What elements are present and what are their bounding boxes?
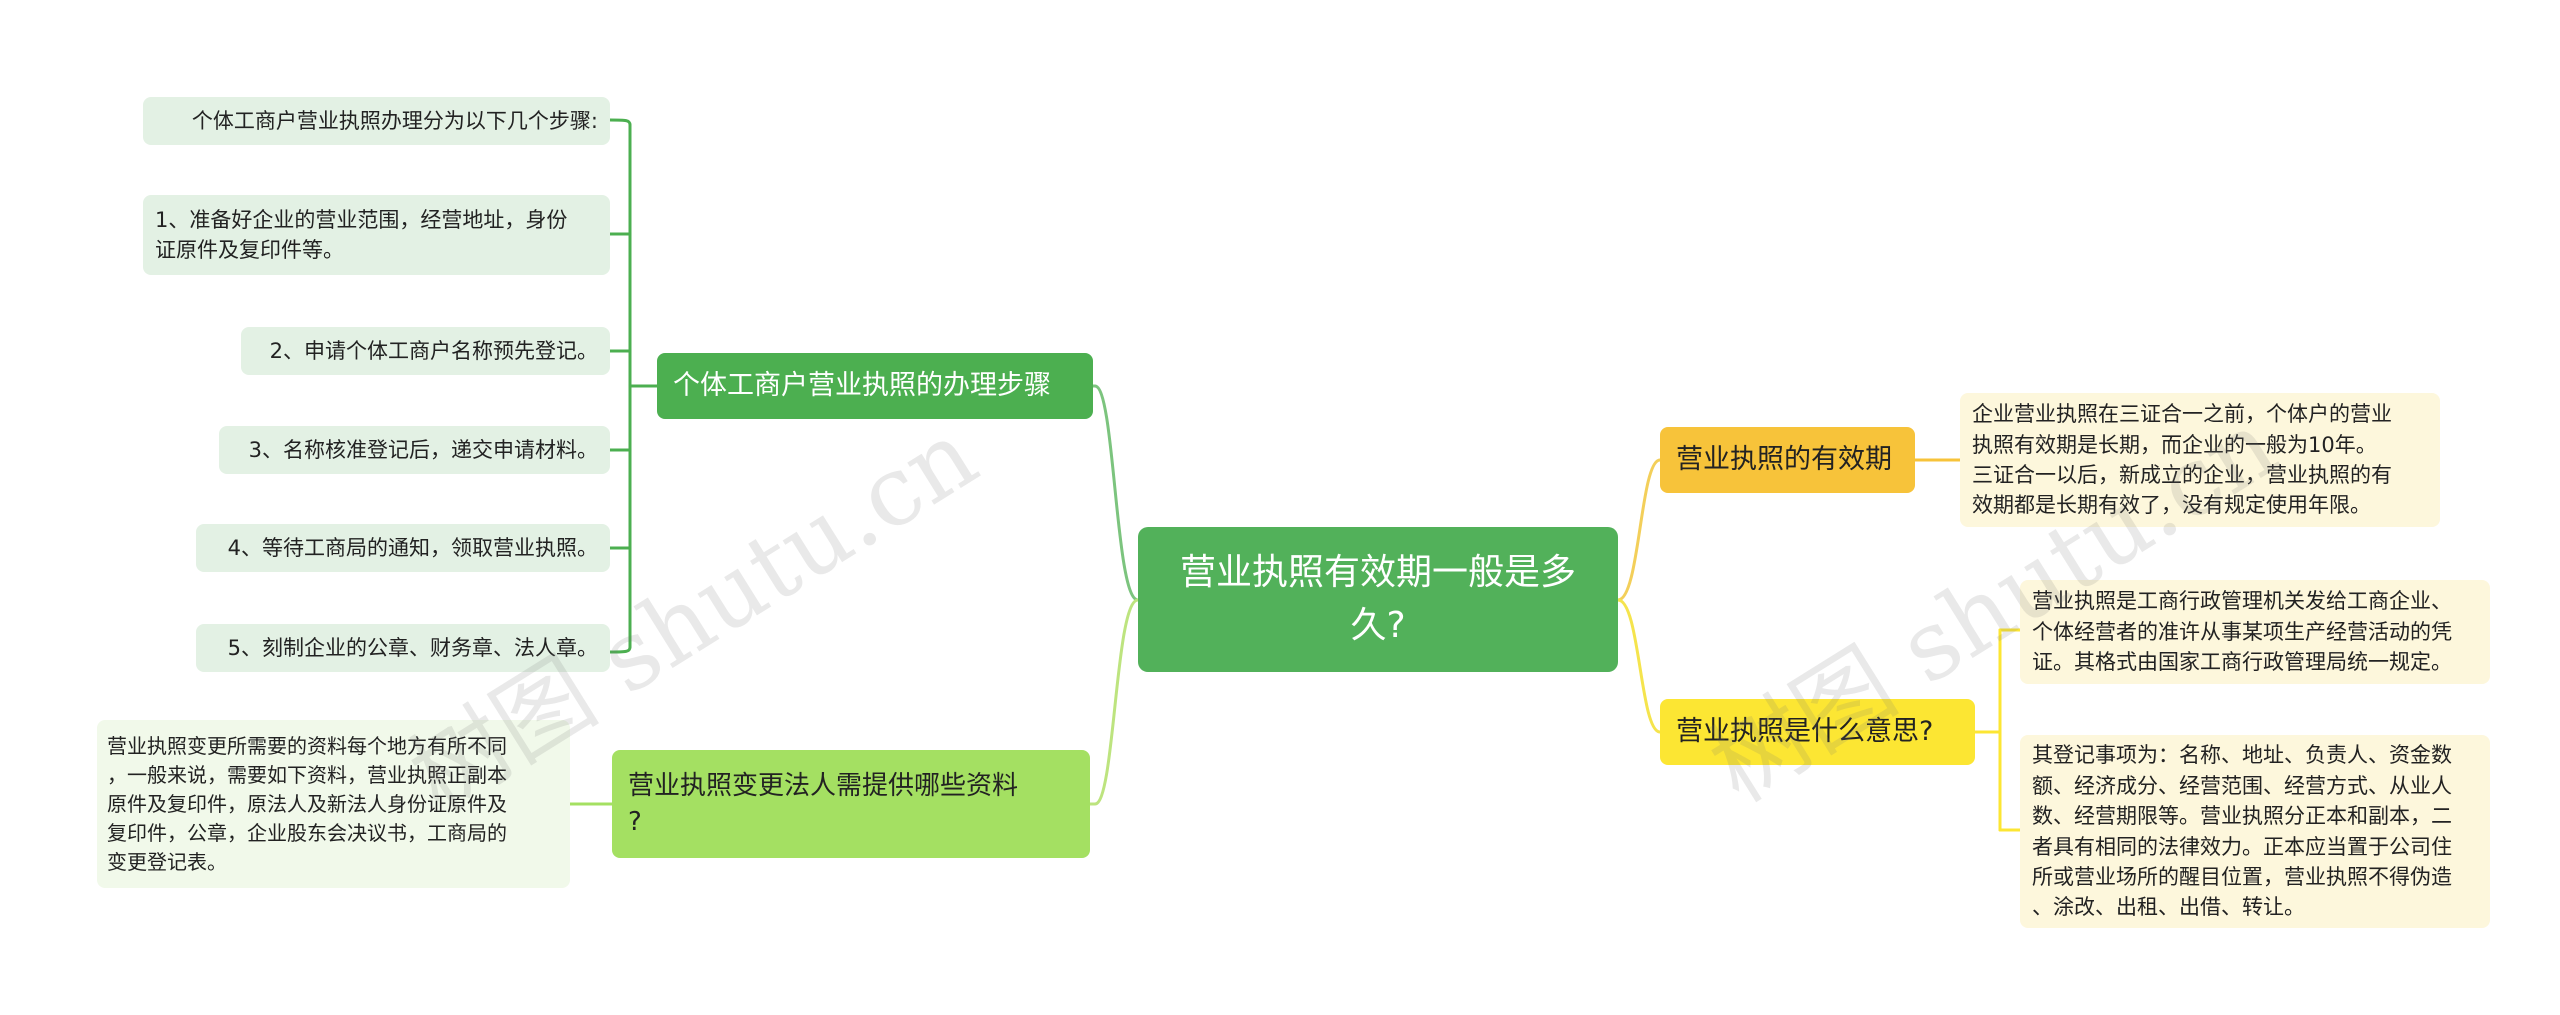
branch-application-steps[interactable]: 个体工商户营业执照的办理步骤 — [657, 353, 1093, 419]
root-topic-label: 营业执照有效期一般是多 久? — [1179, 552, 1576, 646]
branch-legal-person-change-label: 营业执照变更法人需提供哪些资料 ? — [628, 770, 1019, 837]
step-intro[interactable]: 个体工商户营业执照办理分为以下几个步骤: — [143, 97, 610, 145]
branch-validity-period[interactable]: 营业执照的有效期 — [1660, 427, 1915, 493]
branch-license-meaning-label: 营业执照是什么意思? — [1676, 715, 1934, 747]
validity-note[interactable]: 企业营业执照在三证合一之前，个体户的营业 执照有效期是长期，而企业的一般为10年… — [1960, 393, 2440, 527]
branch-legal-person-change[interactable]: 营业执照变更法人需提供哪些资料 ? — [612, 750, 1090, 858]
meaning-note-1[interactable]: 营业执照是工商行政管理机关发给工商企业、 个体经营者的准许从事某项生产经营活动的… — [2020, 580, 2490, 684]
branch-validity-period-label: 营业执照的有效期 — [1676, 443, 1892, 475]
step-4[interactable]: 4、等待工商局的通知，领取营业执照。 — [196, 524, 610, 572]
step-5[interactable]: 5、刻制企业的公章、财务章、法人章。 — [196, 624, 610, 672]
meaning-note-2[interactable]: 其登记事项为：名称、地址、负责人、资金数 额、经济成分、经营范围、经营方式、从业… — [2020, 735, 2490, 928]
root-topic[interactable]: 营业执照有效期一般是多 久? — [1138, 527, 1618, 672]
step-2[interactable]: 2、申请个体工商户名称预先登记。 — [241, 327, 610, 375]
step-3[interactable]: 3、名称核准登记后，递交申请材料。 — [219, 426, 610, 474]
branch-application-steps-label: 个体工商户营业执照的办理步骤 — [673, 369, 1051, 401]
change-materials-note[interactable]: 营业执照变更所需要的资料每个地方有所不同 ，一般来说，需要如下资料，营业执照正副… — [97, 720, 570, 888]
step-1[interactable]: 1、准备好企业的营业范围，经营地址，身份 证原件及复印件等。 — [143, 195, 610, 275]
branch-license-meaning[interactable]: 营业执照是什么意思? — [1660, 699, 1975, 765]
